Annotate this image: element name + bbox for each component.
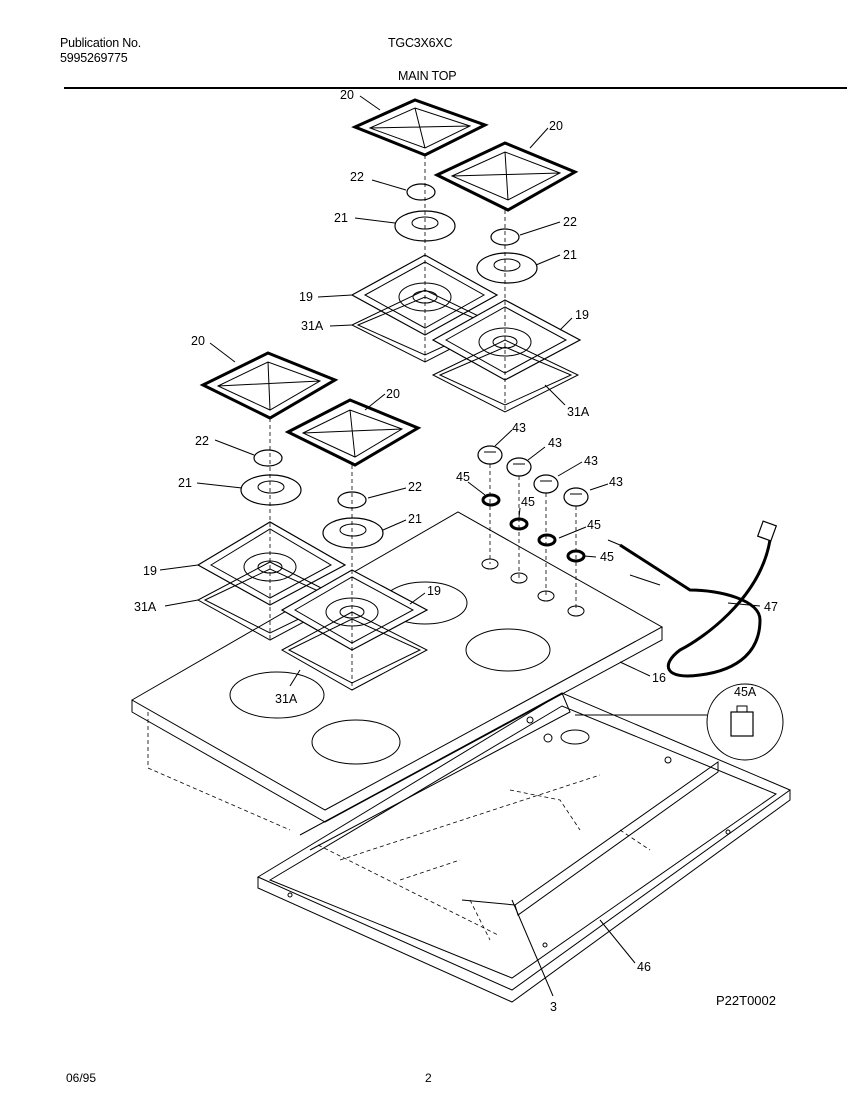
control-knob-4 — [563, 487, 589, 507]
callout-21-front-left: 21 — [178, 476, 192, 490]
gasket-rear-right — [431, 339, 580, 413]
callout-22-front-left: 22 — [195, 434, 209, 448]
callout-19-front-right: 19 — [427, 584, 441, 598]
callout-20-front-right: 20 — [386, 387, 400, 401]
power-cord — [607, 520, 778, 678]
control-knob-3 — [533, 474, 559, 494]
callout-20-rear-left: 20 — [340, 88, 354, 102]
callout-43-knob-1: 43 — [512, 421, 526, 435]
callout-43-knob-2: 43 — [548, 436, 562, 450]
callout-22-front-right: 22 — [408, 480, 422, 494]
callout-16: 16 — [652, 671, 666, 685]
burner-pan-rear-right — [431, 299, 582, 381]
cooktop-glass — [130, 511, 664, 831]
knob-seal-1 — [481, 493, 501, 507]
trim-ring-front-right — [322, 517, 384, 549]
callout-22-rear-left: 22 — [350, 170, 364, 184]
grate-rear-right — [433, 141, 579, 212]
callout-43-knob-4: 43 — [609, 475, 623, 489]
burner-cap-rear-left — [406, 183, 436, 201]
callout-21-front-right: 21 — [408, 512, 422, 526]
callout-47: 47 — [764, 600, 778, 614]
callout-45-seal-4: 45 — [600, 550, 614, 564]
callout-labels: 20 20 22 21 22 21 19 31A 19 31A 20 20 22… — [134, 88, 778, 1014]
leader-lines — [159, 95, 761, 997]
header-rule — [64, 87, 847, 89]
burner-pan-rear-left — [350, 254, 499, 336]
callout-45a: 45A — [734, 685, 757, 699]
callout-22-rear-right: 22 — [563, 215, 577, 229]
grate-front-left — [199, 351, 339, 420]
callout-31a-rear-left: 31A — [301, 319, 324, 333]
detail-45a-circle — [575, 683, 784, 761]
callout-20-front-left: 20 — [191, 334, 205, 348]
callout-19-rear-left: 19 — [299, 290, 313, 304]
knob-seal-3 — [537, 533, 557, 547]
callout-45-seal-1: 45 — [456, 470, 470, 484]
callout-46: 46 — [637, 960, 651, 974]
publication-label: Publication No. — [60, 36, 142, 50]
trim-ring-rear-right — [476, 252, 538, 284]
callout-19-rear-right: 19 — [575, 308, 589, 322]
callout-3: 3 — [550, 1000, 557, 1014]
gasket-front-right — [280, 611, 429, 691]
callout-31a-front-right: 31A — [275, 692, 298, 706]
footer-date: 06/95 — [66, 1071, 97, 1085]
drawing-code: P22T0002 — [716, 993, 776, 1008]
control-knob-1 — [477, 445, 503, 465]
grate-rear-left — [351, 98, 489, 157]
grate-front-right — [284, 398, 422, 467]
callout-43-knob-3: 43 — [584, 454, 598, 468]
callout-21-rear-right: 21 — [563, 248, 577, 262]
trim-ring-front-left — [240, 474, 302, 506]
burner-pan-front-left — [196, 521, 347, 606]
control-knob-2 — [506, 457, 532, 477]
model-number: TGC3X6XC — [388, 36, 453, 50]
burner-box — [256, 692, 792, 1003]
callout-45-seal-3: 45 — [587, 518, 601, 532]
callout-20-rear-right: 20 — [549, 119, 563, 133]
burner-cap-front-left — [253, 449, 283, 467]
callout-45-seal-2: 45 — [521, 495, 535, 509]
section-title: MAIN TOP — [398, 69, 457, 83]
callout-31a-front-left: 31A — [134, 600, 157, 614]
callout-19-front-left: 19 — [143, 564, 157, 578]
callout-21-rear-left: 21 — [334, 211, 348, 225]
page-number: 2 — [425, 1071, 432, 1085]
publication-number: 5995269775 — [60, 51, 128, 65]
callout-31a-rear-right: 31A — [567, 405, 590, 419]
